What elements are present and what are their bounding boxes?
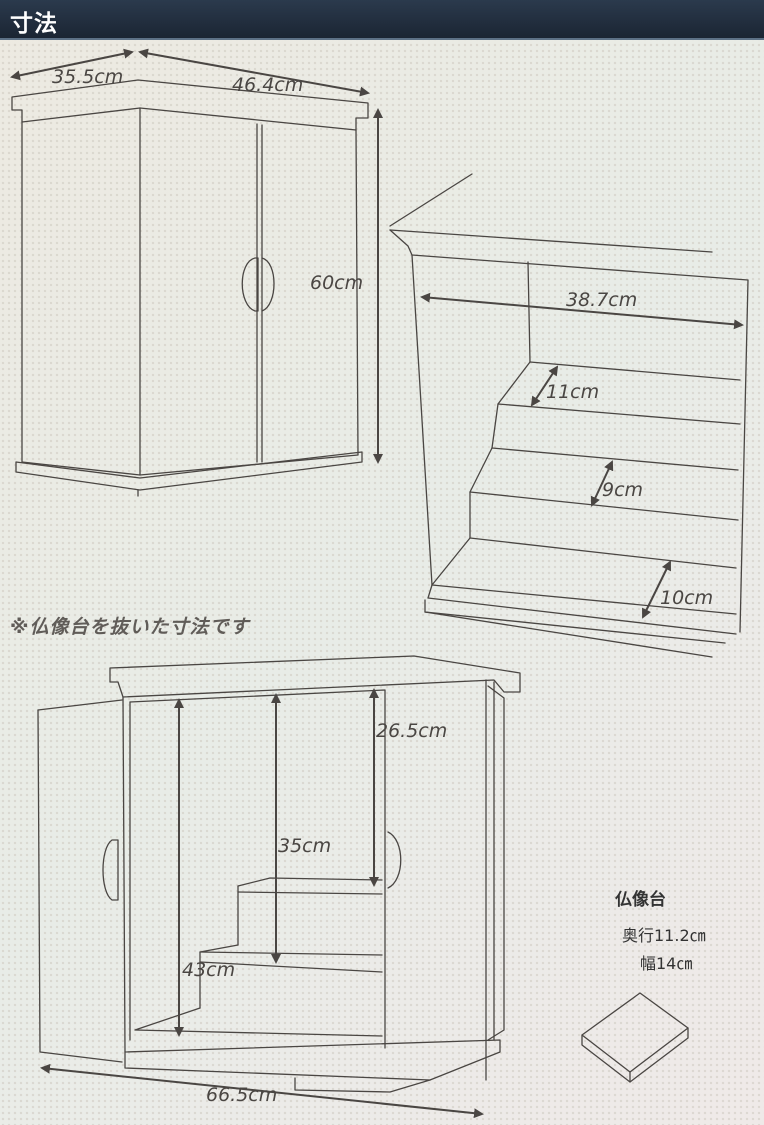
closed-cabinet-dimensions	[10, 48, 383, 464]
inner-width-label: 38.7cm	[566, 289, 637, 311]
page-title: 寸法	[10, 11, 58, 37]
depth-label: 35.5cm	[52, 66, 123, 88]
statue-stand-drawing	[581, 992, 689, 1083]
top-section-label: 26.5cm	[376, 720, 447, 742]
open-cabinet-drawing	[37, 655, 521, 1093]
header-bar: 寸法	[0, 0, 764, 40]
note-text: ※仏像台を抜いた寸法です	[10, 616, 250, 638]
stand-width: 幅14㎝	[640, 954, 693, 973]
inner-height-label: 43cm	[182, 959, 235, 981]
stand-title: 仏像台	[615, 890, 666, 910]
step3-label: 10cm	[660, 587, 713, 609]
open-cabinet-dimensions	[40, 688, 484, 1119]
step2-label: 9cm	[602, 479, 643, 501]
middle-height-label: 35cm	[278, 835, 331, 857]
height-label: 60cm	[310, 272, 363, 294]
interior-steps-dimensions	[420, 292, 744, 619]
interior-steps-drawing	[389, 173, 749, 658]
stand-depth: 奥行11.2㎝	[622, 926, 706, 945]
width-label: 46.4cm	[232, 74, 303, 96]
open-width-label: 66.5cm	[206, 1084, 277, 1106]
closed-cabinet-drawing	[11, 79, 369, 497]
step1-label: 11cm	[546, 381, 599, 403]
